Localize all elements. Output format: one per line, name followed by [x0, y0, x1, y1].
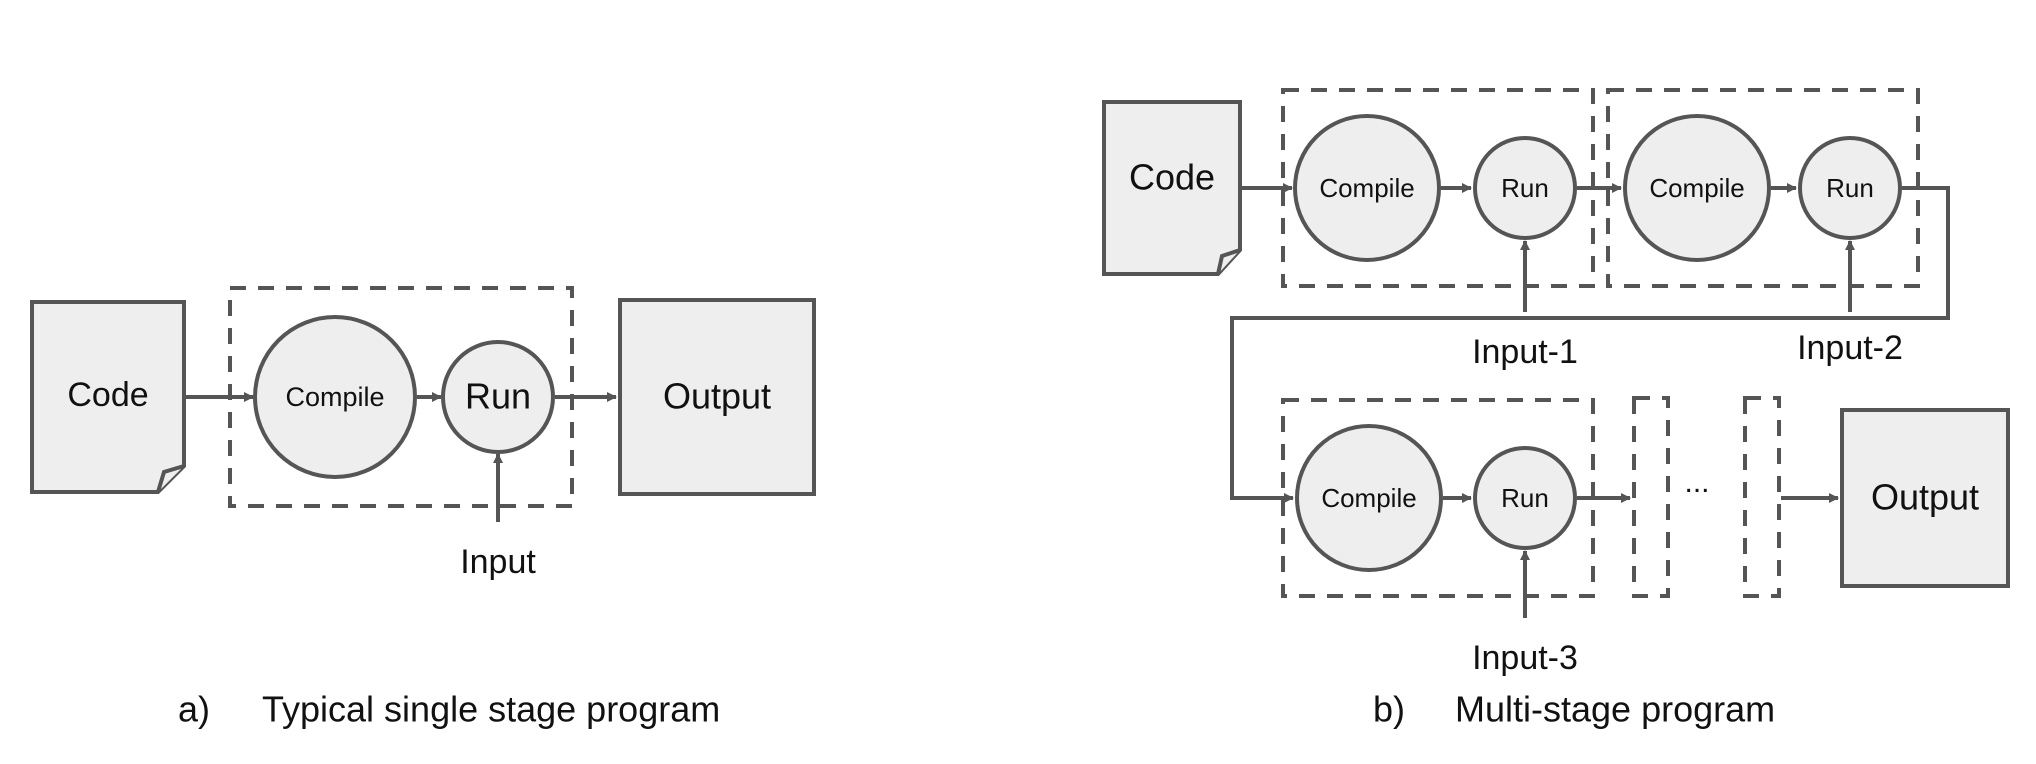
placeholder-stage-1 [1632, 396, 1670, 598]
ellipsis-label: ... [1684, 466, 1709, 499]
run-label-a: Run [465, 376, 531, 417]
edge-stage2-stage3 [1230, 186, 1950, 503]
caption-a-label: a) [178, 689, 210, 730]
run-label-stage-2: Run [1826, 173, 1874, 203]
caption-b-label: b) [1373, 689, 1405, 730]
code-document-a: Code [30, 300, 186, 494]
panel-a: Code Compile Run Output Input a) Typical… [30, 286, 816, 730]
run-node-stage-1: Run [1473, 136, 1577, 240]
compile-node-stage-3: Compile [1295, 424, 1443, 572]
caption-b-text: Multi-stage program [1455, 689, 1775, 730]
code-label-b: Code [1129, 157, 1215, 198]
input-2-label: Input-2 [1797, 329, 1903, 367]
run-node-stage-2: Run [1798, 136, 1902, 240]
output-label-a: Output [663, 376, 771, 417]
output-node-b: Output [1840, 408, 2010, 588]
compile-node-stage-1: Compile [1293, 114, 1441, 262]
input-3-label: Input-3 [1472, 639, 1578, 677]
run-label-stage-3: Run [1501, 483, 1549, 513]
compile-node-stage-2: Compile [1623, 114, 1771, 262]
code-label-a: Code [67, 376, 148, 414]
panel-b: Code Compile Run Compile Run Compile [1102, 88, 2010, 730]
input-label-a: Input [460, 543, 536, 581]
compile-node-a: Compile [253, 315, 417, 479]
placeholder-stage-2 [1743, 396, 1781, 598]
run-node-a: Run [441, 340, 555, 454]
compile-label-stage-1: Compile [1319, 173, 1414, 203]
compile-label-stage-3: Compile [1321, 483, 1416, 513]
output-label-b: Output [1871, 477, 1979, 518]
run-label-stage-1: Run [1501, 173, 1549, 203]
output-node-a: Output [618, 298, 816, 496]
run-node-stage-3: Run [1473, 446, 1577, 550]
input-1-label: Input-1 [1472, 333, 1578, 371]
code-document-b: Code [1102, 100, 1242, 276]
caption-a-text: Typical single stage program [262, 689, 720, 730]
compile-label-a: Compile [285, 382, 384, 412]
compile-label-stage-2: Compile [1649, 173, 1744, 203]
